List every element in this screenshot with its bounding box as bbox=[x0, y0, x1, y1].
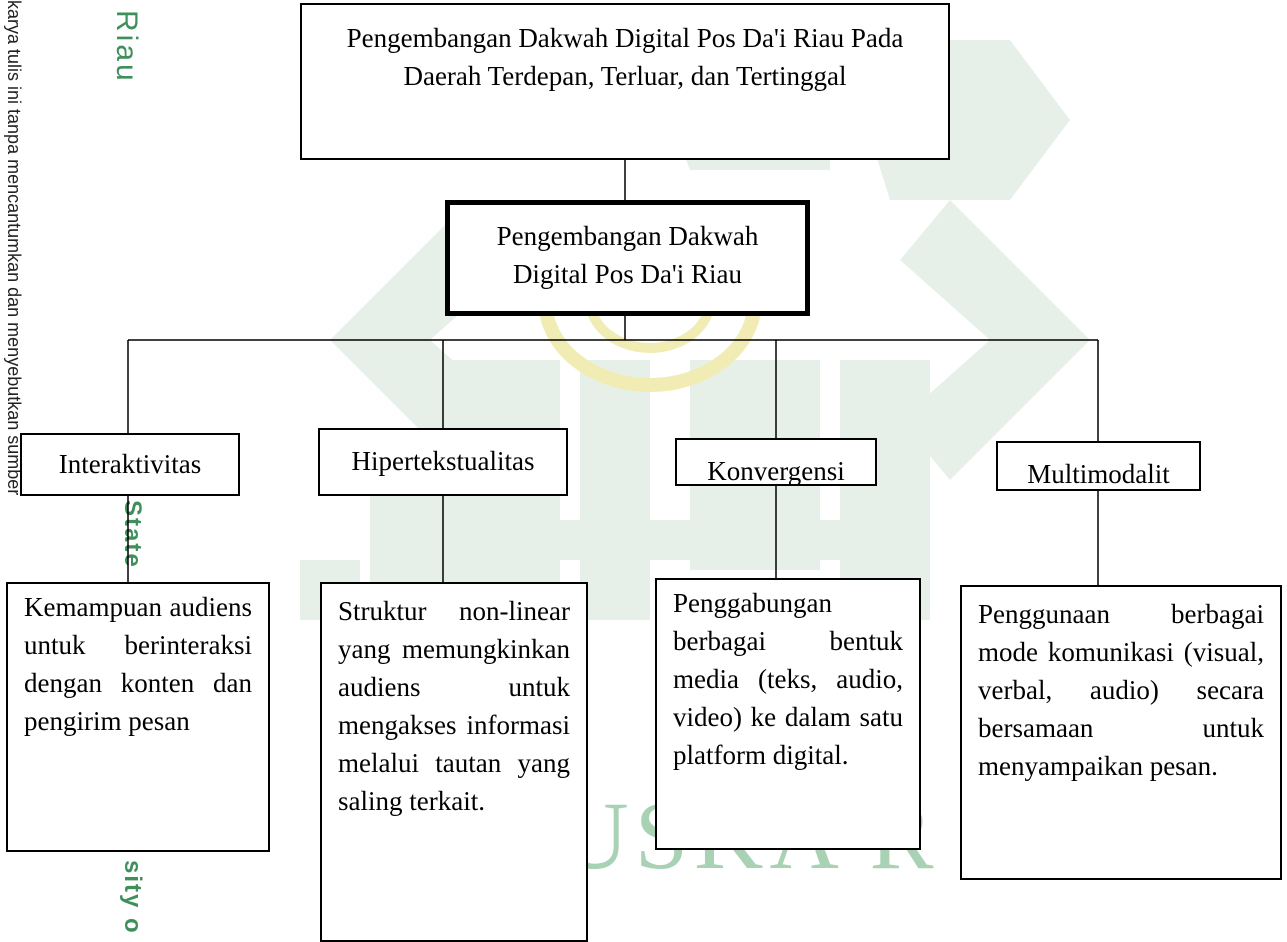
top-node-label: Pengembangan Dakwah Digital Pos Da'i Ria… bbox=[346, 23, 904, 91]
branch-desc-hipertekstualitas: Struktur non-linear yang memungkinkan au… bbox=[320, 582, 588, 942]
branch-desc-konvergensi: Penggabungan berbagai bentuk media (teks… bbox=[655, 578, 921, 850]
branch-title-hipertekstualitas: Hipertekstualitas bbox=[318, 428, 568, 496]
branch-title-multimodalit: Multimodalit bbox=[996, 441, 1201, 491]
branch-title-konvergensi: Konvergensi bbox=[675, 438, 877, 486]
top-node: Pengembangan Dakwah Digital Pos Da'i Ria… bbox=[300, 3, 950, 160]
center-node: Pengembangan Dakwah Digital Pos Da'i Ria… bbox=[445, 200, 810, 316]
branch-title-interaktivitas: Interaktivitas bbox=[20, 433, 240, 496]
center-node-label: Pengembangan Dakwah Digital Pos Da'i Ria… bbox=[496, 221, 759, 289]
branch-desc-interaktivitas: Kemampuan audiens untuk berinteraksi den… bbox=[6, 582, 270, 852]
branch-desc-multimodalit: Penggunaan berbagai mode komunikasi (vis… bbox=[960, 585, 1282, 880]
